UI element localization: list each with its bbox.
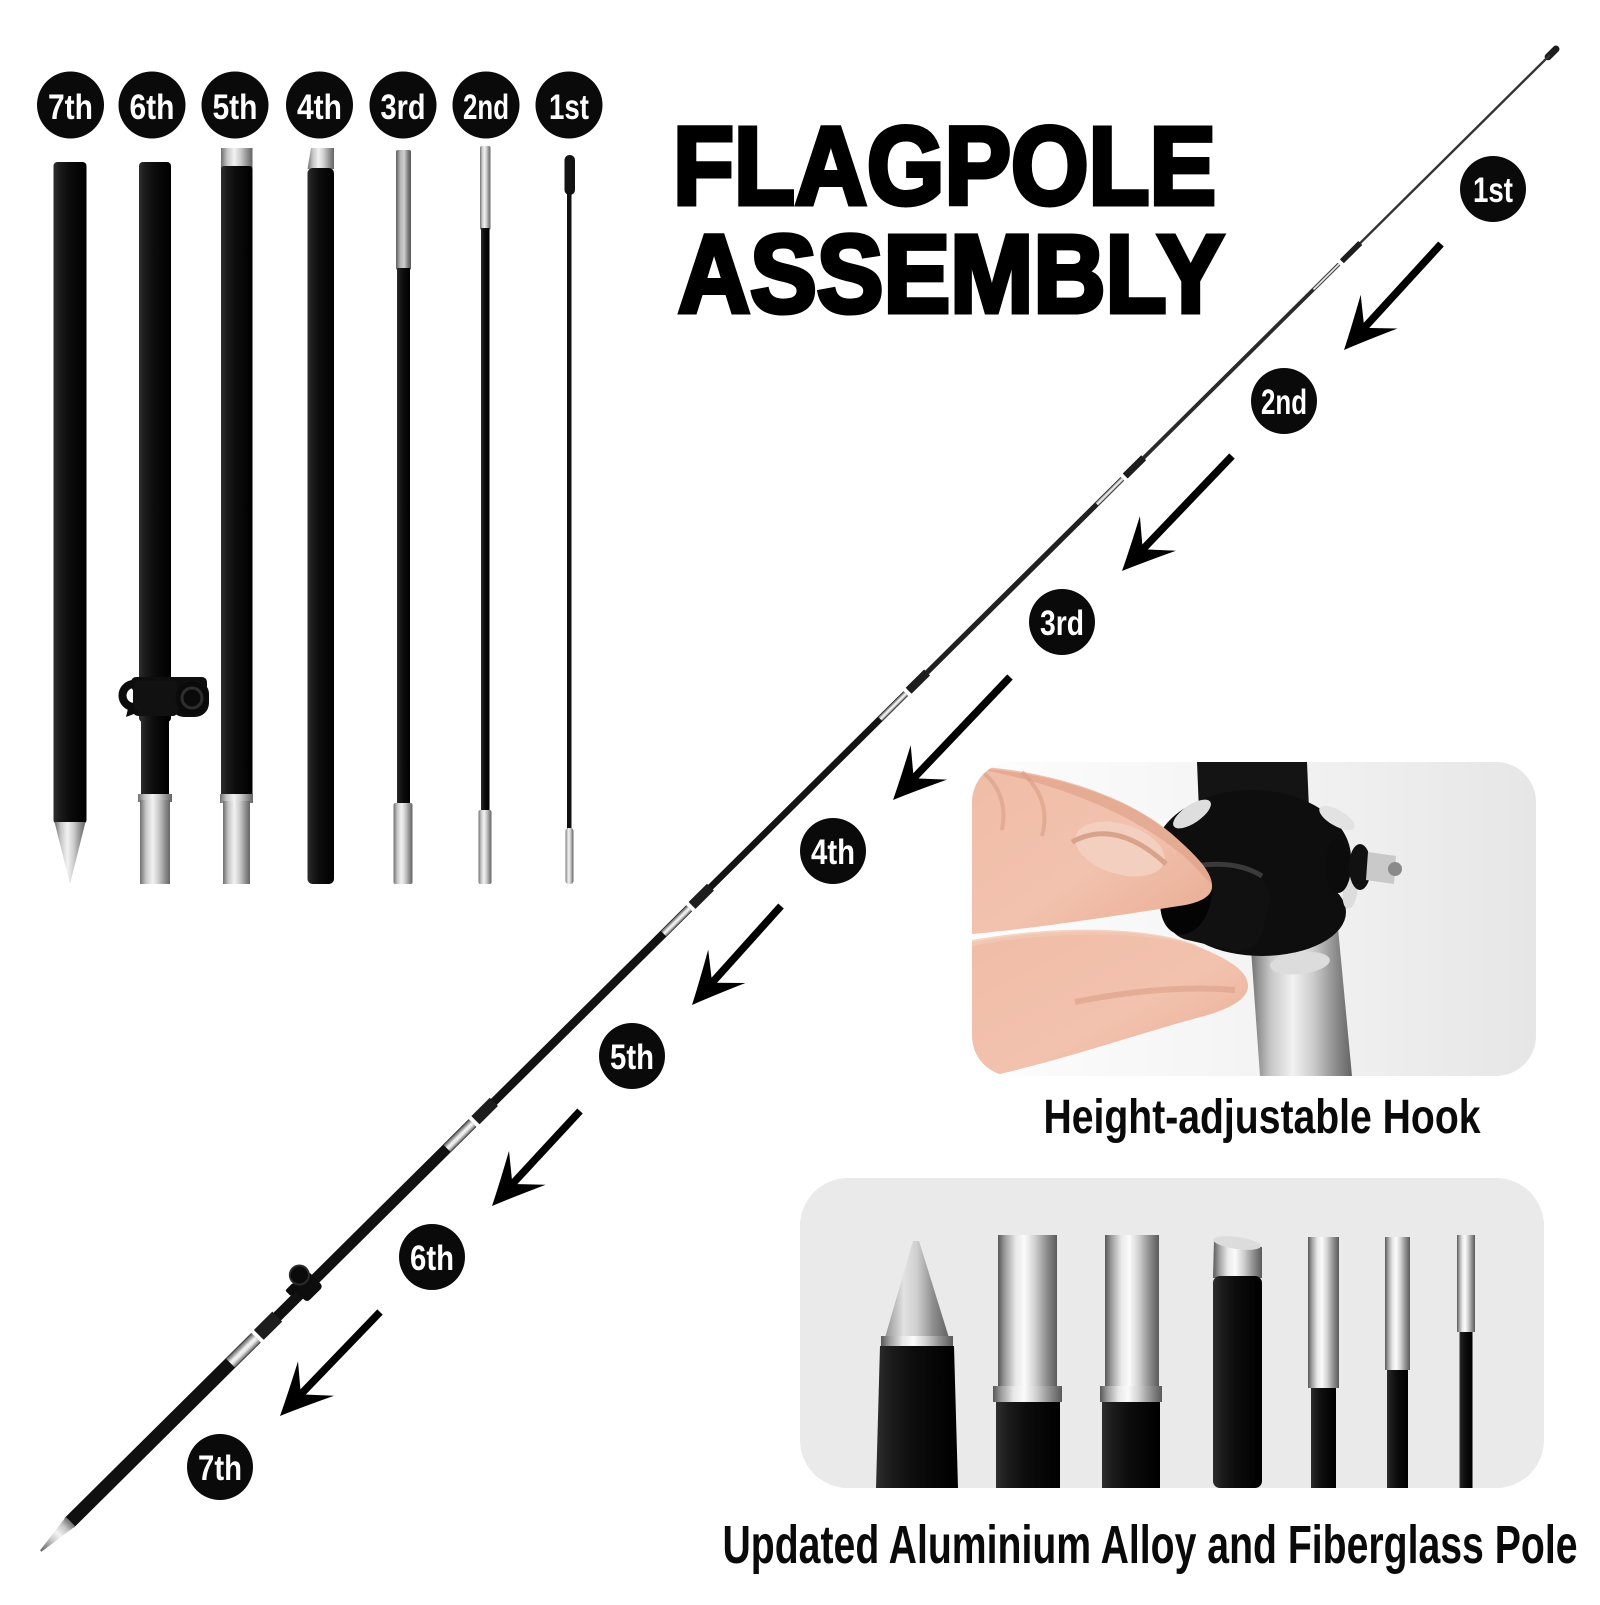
svg-text:7th: 7th bbox=[198, 1449, 242, 1488]
svg-text:3rd: 3rd bbox=[381, 87, 426, 127]
svg-text:4th: 4th bbox=[811, 833, 855, 872]
svg-text:ASSEMBLY: ASSEMBLY bbox=[678, 213, 1224, 336]
svg-text:Updated Aluminium Alloy and Fi: Updated Aluminium Alloy and Fiberglass P… bbox=[723, 1515, 1578, 1575]
svg-text:1st: 1st bbox=[549, 87, 589, 127]
svg-text:FLAGPOLE: FLAGPOLE bbox=[673, 105, 1216, 228]
svg-text:6th: 6th bbox=[130, 87, 175, 127]
svg-text:2nd: 2nd bbox=[1261, 383, 1307, 422]
svg-text:2nd: 2nd bbox=[463, 87, 509, 127]
svg-text:4th: 4th bbox=[297, 87, 342, 127]
svg-text:5th: 5th bbox=[610, 1038, 654, 1077]
svg-text:7th: 7th bbox=[48, 87, 93, 127]
svg-text:1st: 1st bbox=[1473, 171, 1513, 210]
svg-text:Height-adjustable Hook: Height-adjustable Hook bbox=[1044, 1091, 1481, 1144]
svg-text:3rd: 3rd bbox=[1040, 604, 1084, 643]
svg-text:6th: 6th bbox=[410, 1239, 454, 1278]
svg-text:5th: 5th bbox=[213, 87, 258, 127]
